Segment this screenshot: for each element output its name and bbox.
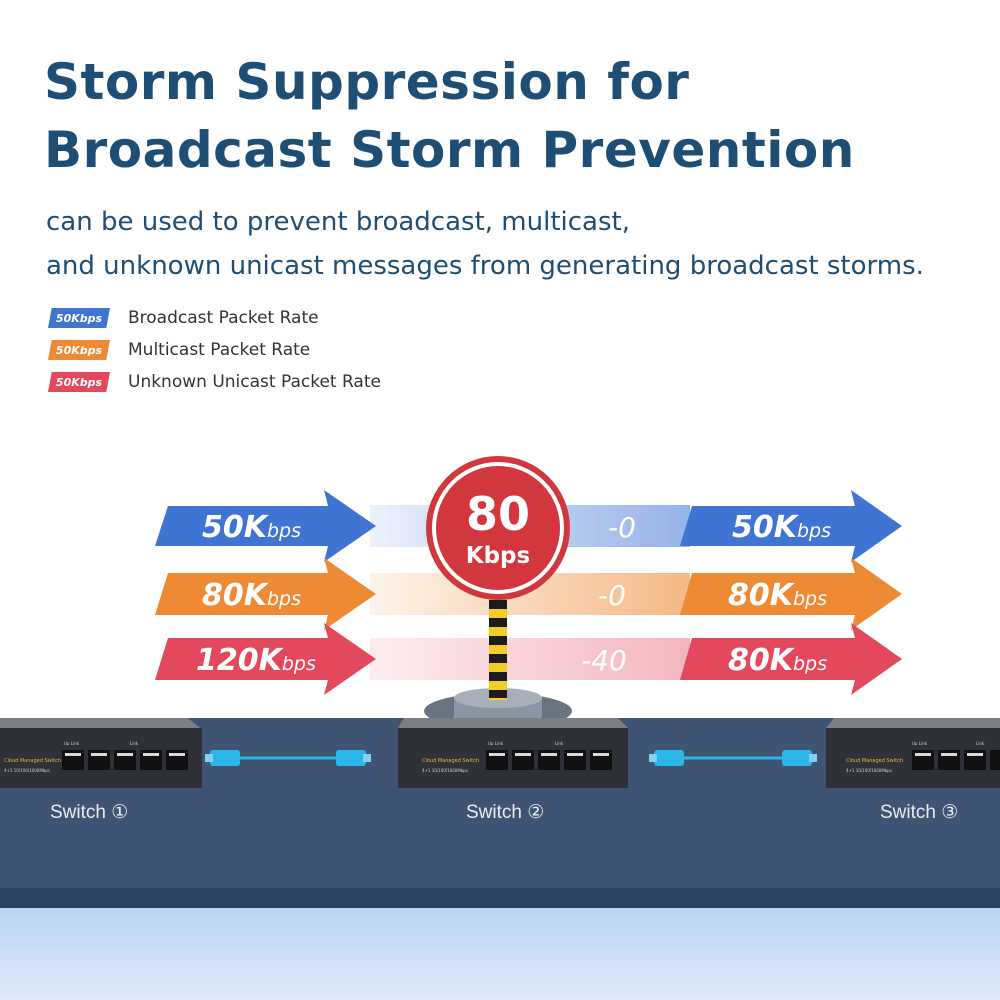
flow-row-multicast: 80Kbps -0 80Kbps [155,558,902,630]
svg-text:4+1 10/100/1000Mbps: 4+1 10/100/1000Mbps [4,768,50,773]
svg-text:Link: Link [555,741,564,746]
legend-item-multicast: 50Kbps Multicast Packet Rate [48,334,381,366]
output-rate-broadcast: 50Kbps [732,510,831,545]
switch-2: Cloud Managed Switch 4+1 10/100/1000Mbps… [398,718,628,788]
svg-text:Up Link: Up Link [64,741,80,746]
reduction-unknown-unicast: -40 [581,644,627,677]
output-arrow-multicast [680,558,902,630]
subtitle-line-1: can be used to prevent broadcast, multic… [46,207,630,237]
flow-row-broadcast: 50Kbps -0 50Kbps [155,490,902,562]
speed-limit-sign: 80 Kbps [424,456,572,729]
output-rate-unknown-unicast: 80Kbps [728,643,827,678]
sign-pole [489,596,507,700]
legend: 50Kbps Broadcast Packet Rate 50Kbps Mult… [48,302,381,398]
input-rate-broadcast: 50Kbps [202,510,301,545]
legend-item-unknown-unicast: 50Kbps Unknown Unicast Packet Rate [48,366,381,398]
sign-disc-outer [426,456,570,600]
subtitle: can be used to prevent broadcast, multic… [46,200,924,288]
page-title: Storm Suppression for Broadcast Storm Pr… [44,48,855,184]
switch-1: Cloud Managed Switch 4+1 10/100/1000Mbps… [0,718,202,788]
floor [0,908,1000,1000]
input-arrow-broadcast [155,490,376,562]
legend-label-broadcast: Broadcast Packet Rate [128,308,319,328]
legend-label-unknown-unicast: Unknown Unicast Packet Rate [128,372,381,392]
switch-1-label: Switch ① [50,802,128,823]
output-arrow-unknown-unicast [680,623,902,695]
cable-2-to-3 [649,750,817,766]
switch-2-label: Switch ② [466,802,544,823]
input-arrow-unknown-unicast [155,623,376,695]
title-line-1: Storm Suppression for [44,53,690,111]
fade-band-unknown-unicast [370,638,690,680]
sign-disc-ring [432,462,564,594]
subtitle-line-2: and unknown unicast messages from genera… [46,251,924,281]
switch-3-label: Switch ③ [880,802,958,823]
svg-text:Link: Link [976,741,985,746]
output-arrow-broadcast [680,490,902,562]
legend-label-multicast: Multicast Packet Rate [128,340,311,360]
input-rate-unknown-unicast: 120Kbps [196,643,316,678]
svg-text:Cloud Managed Switch: Cloud Managed Switch [422,758,479,764]
svg-text:Up Link: Up Link [488,741,504,746]
sign-speed-value: 80 [466,487,530,541]
legend-item-broadcast: 50Kbps Broadcast Packet Rate [48,302,381,334]
svg-text:Link: Link [130,741,139,746]
legend-tag-unknown-unicast: 50Kbps [48,372,110,392]
sign-speed-unit: Kbps [466,543,530,569]
svg-text:Up Link: Up Link [912,741,928,746]
reduction-multicast: -0 [598,579,626,612]
output-rate-multicast: 80Kbps [728,578,827,613]
svg-text:Cloud Managed Switch: Cloud Managed Switch [846,758,903,764]
svg-text:4+1 10/100/1000Mbps: 4+1 10/100/1000Mbps [846,768,892,773]
input-arrow-multicast [155,558,376,630]
title-line-2: Broadcast Storm Prevention [44,121,855,179]
legend-tag-broadcast: 50Kbps [48,308,110,328]
svg-text:Cloud Managed Switch: Cloud Managed Switch [4,758,61,764]
legend-tag-multicast: 50Kbps [48,340,110,360]
input-rate-multicast: 80Kbps [202,578,301,613]
cable-1-to-2 [205,750,371,766]
flow-row-unknown-unicast: 120Kbps -40 80Kbps [155,623,902,695]
switch-3: Cloud Managed Switch 4+1 10/100/1000Mbps… [826,718,1000,788]
svg-text:4+1 10/100/1000Mbps: 4+1 10/100/1000Mbps [422,768,468,773]
desk-band-edge [0,888,1000,908]
reduction-broadcast: -0 [608,511,636,544]
